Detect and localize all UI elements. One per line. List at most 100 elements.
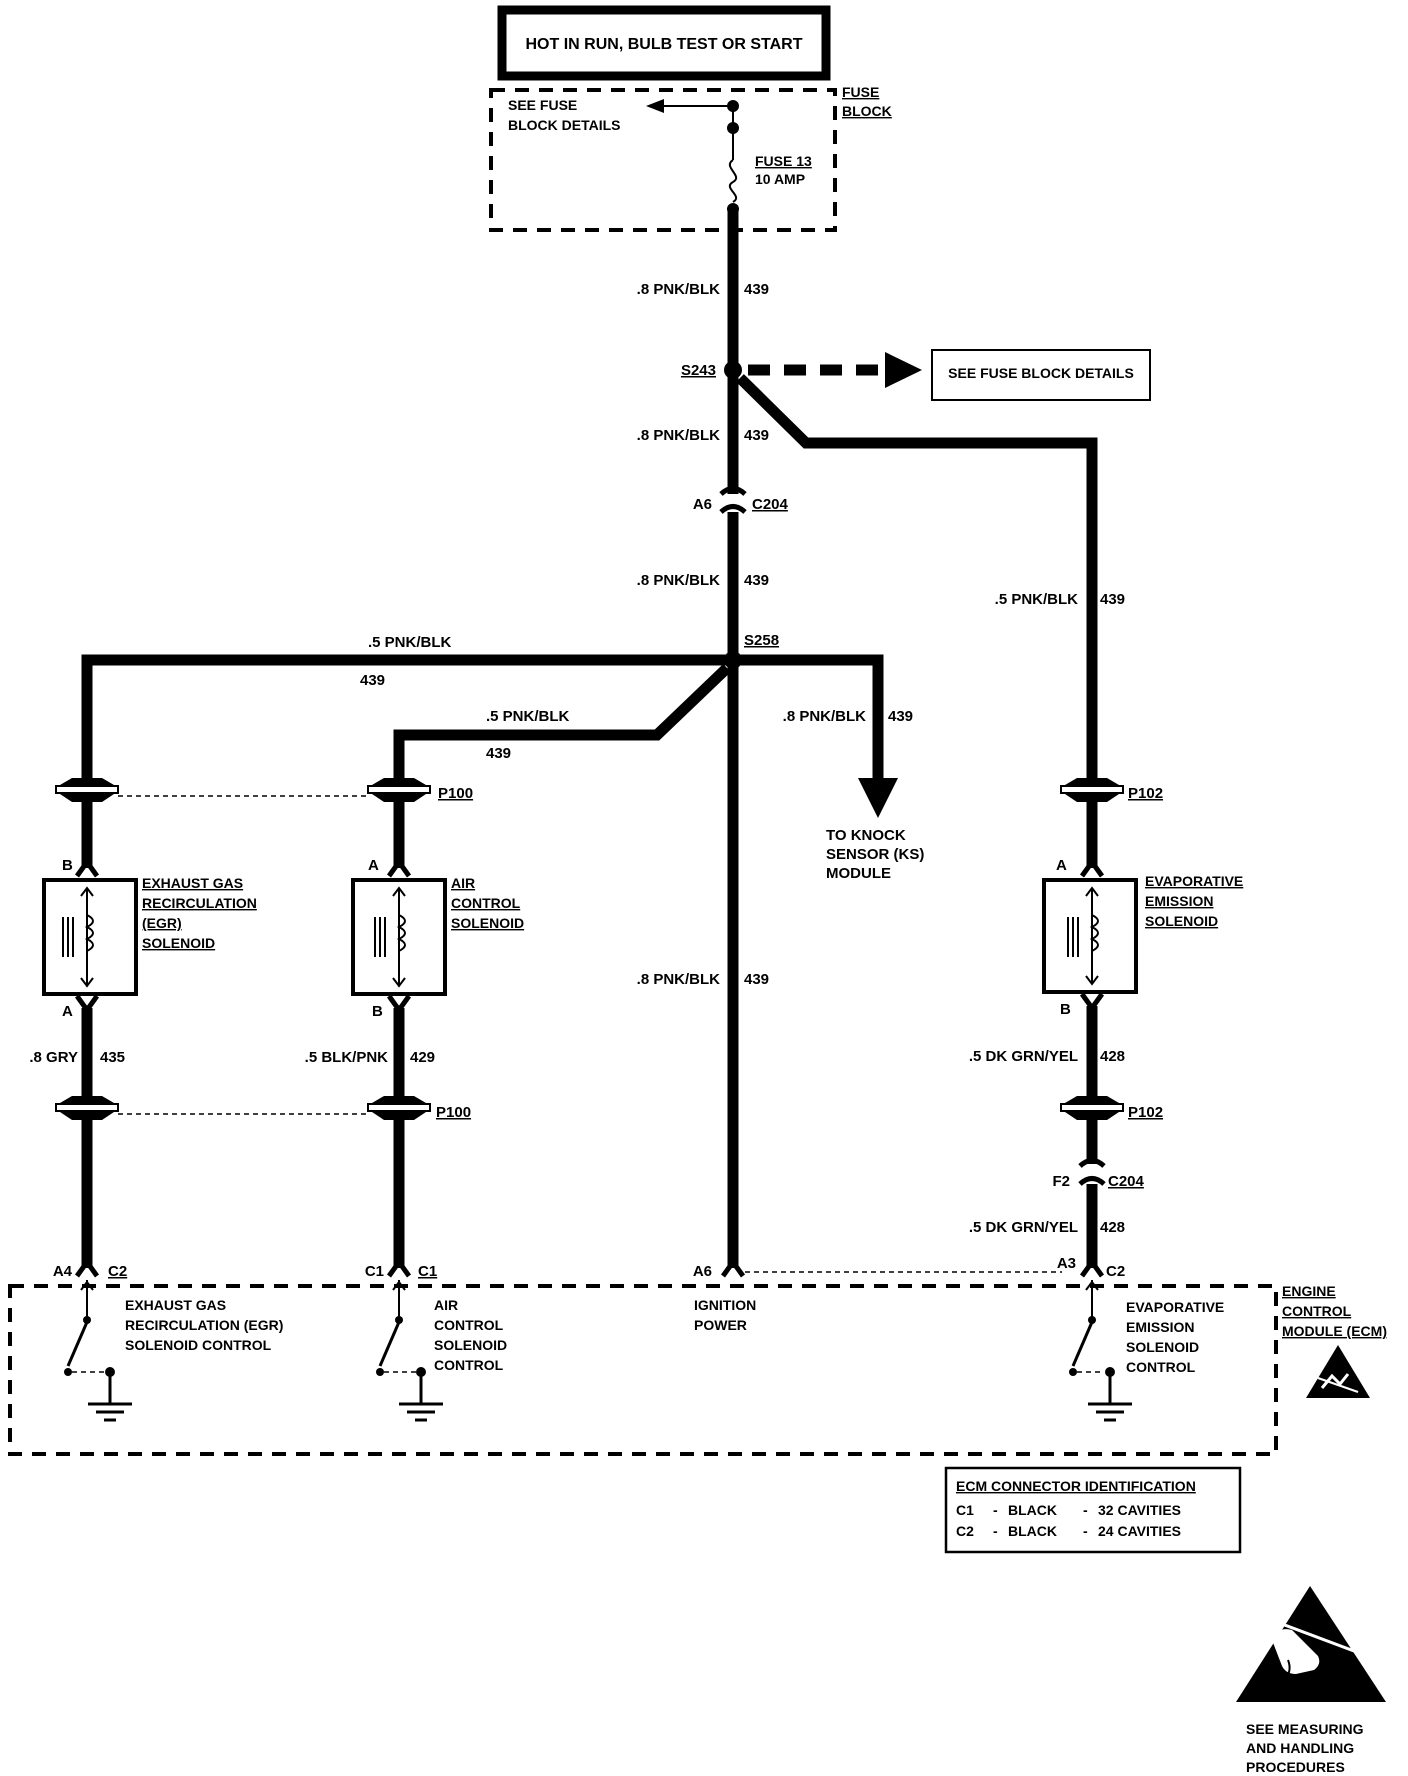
ecm-air-control-line3: SOLENOID [434, 1337, 507, 1353]
ecm-egr-control-line2: RECIRCULATION (EGR) [125, 1317, 283, 1333]
connector-id-title: ECM CONNECTOR IDENTIFICATION [956, 1478, 1196, 1494]
ecm-egr-control-line3: SOLENOID CONTROL [125, 1337, 272, 1353]
air-label-line3: SOLENOID [451, 915, 524, 931]
wire-s258-to-egr [81, 654, 733, 782]
ks-arrowhead [858, 778, 898, 818]
power-source-label: HOT IN RUN, BULB TEST OR START [525, 36, 802, 53]
connector-id-row1-dash1: - [993, 1502, 998, 1518]
p100-top-name: P100 [438, 785, 473, 802]
evap-pin-bottom-symbol [1079, 992, 1105, 1013]
evap-coil-symbol [1067, 886, 1099, 986]
connector-id-row1-color: BLACK [1008, 1502, 1057, 1518]
p102-bottom-connector [1060, 1096, 1124, 1120]
p100-bottom-name: P100 [436, 1104, 471, 1121]
fuse-feed-arrowhead [646, 99, 664, 113]
s243-arrowhead [885, 352, 922, 388]
air-pin-top: A [368, 857, 379, 874]
ecm-pin-air: C1 [365, 1263, 384, 1280]
wire-label-s243-evap-gauge: .5 PNK/BLK [995, 591, 1079, 608]
connector-id-row2-color: BLACK [1008, 1523, 1057, 1539]
ecm-egr-switch [64, 1280, 115, 1404]
ecm-pin-air-symbol [386, 1257, 412, 1278]
wire-s243-to-evap [736, 374, 1098, 780]
ecm-esd-icon [1306, 1345, 1370, 1398]
ecm-egr-ground-icon [88, 1402, 132, 1422]
air-pin-top-symbol [386, 857, 412, 878]
ecm-pin-ign: A6 [693, 1263, 712, 1280]
egr-coil-symbol [62, 886, 94, 988]
ecm-evap-ground-icon [1088, 1402, 1132, 1422]
ks-label-line2: SENSOR (KS) [826, 846, 924, 863]
fuse-symbol [728, 159, 738, 203]
c204-top-connector [719, 486, 747, 514]
ecm-air-ground-icon [399, 1402, 443, 1422]
connector-id-row2-conn: C2 [956, 1523, 974, 1539]
s243-see-details-box [931, 349, 1151, 401]
wire-label-s243-evap-circuit: 439 [1100, 591, 1125, 608]
fuse-name: FUSE 13 [755, 153, 812, 169]
egr-solenoid-box [42, 878, 138, 996]
wire-label-c204-s258-circuit: 439 [744, 572, 769, 589]
wire-label-c204-ecm-gauge: .5 DK GRN/YEL [969, 1219, 1078, 1236]
wire-label-c204-s258-gauge: .8 PNK/BLK [637, 572, 721, 589]
fuse-block-see-details-line1: SEE FUSE [508, 97, 577, 113]
egr-pin-top: B [62, 857, 73, 874]
p102-top-connector [1060, 778, 1124, 802]
ecm-air-control-line1: AIR [434, 1297, 458, 1313]
wire-label-s243-c204-circuit: 439 [744, 427, 769, 444]
fuse-block-title-line2: BLOCK [842, 103, 892, 119]
wire-label-c204-ecm-circuit: 428 [1100, 1219, 1125, 1236]
c204-bottom-connector [1078, 1158, 1106, 1186]
fuse-block-see-details-line2: BLOCK DETAILS [508, 117, 621, 133]
ecm-pin-evap-symbol [1079, 1257, 1105, 1278]
connector-id-table [944, 1466, 1242, 1554]
connector-id-row2-dash1: - [993, 1523, 998, 1539]
evap-pin-top: A [1056, 857, 1067, 874]
wire-label-s258-ks-circuit: 439 [888, 708, 913, 725]
ecm-pin-evap-conn: C2 [1106, 1263, 1125, 1280]
splice-s243-label: S243 [681, 362, 716, 379]
air-solenoid-box [351, 878, 447, 996]
ecm-pin-egr-conn: C2 [108, 1263, 127, 1280]
wire-s258-to-ks [733, 654, 884, 780]
ecm-title-line2: CONTROL [1282, 1303, 1352, 1319]
ecm-air-control-line2: CONTROL [434, 1317, 504, 1333]
c204-top-name: C204 [752, 496, 789, 513]
esd-note-line3: PROCEDURES [1246, 1759, 1345, 1775]
wire-label-air-ecm-gauge: .5 BLK/PNK [305, 1049, 389, 1066]
air-label-line1: AIR [451, 875, 475, 891]
p100-top-egr-connector [55, 778, 119, 802]
wire-label-s258-egr-gauge: .5 PNK/BLK [368, 634, 452, 651]
egr-pin-top-symbol [74, 857, 100, 878]
egr-label-line3: (EGR) [142, 915, 182, 931]
connector-id-row1-conn: C1 [956, 1502, 974, 1518]
egr-label-line2: RECIRCULATION [142, 895, 257, 911]
evap-solenoid-box [1042, 878, 1138, 994]
power-source-box [497, 5, 831, 81]
air-pin-bottom-symbol [386, 994, 412, 1015]
air-coil-symbol [374, 886, 406, 988]
wire-label-evap-p102-circuit: 428 [1100, 1048, 1125, 1065]
ecm-pin-egr: A4 [53, 1263, 73, 1280]
ecm-evap-switch [1069, 1280, 1115, 1404]
air-pin-bottom: B [372, 1003, 383, 1020]
wire-label-fuse-s243-circuit: 439 [744, 281, 769, 298]
wire-label-s258-air-circuit: 439 [486, 745, 511, 762]
ecm-evap-control-line1: EVAPORATIVE [1126, 1299, 1224, 1315]
esd-note-line1: SEE MEASURING [1246, 1721, 1364, 1737]
wire-s258-to-air [393, 664, 731, 782]
ecm-title-line1: ENGINE [1282, 1283, 1336, 1299]
wire-label-s258-egr-circuit: 439 [360, 672, 385, 689]
evap-label-line2: EMISSION [1145, 893, 1213, 909]
ecm-pin-air-conn: C1 [418, 1263, 437, 1280]
fuse-block-title-line1: FUSE [842, 84, 879, 100]
p100-top-air-connector [367, 778, 431, 802]
p102-top-name: P102 [1128, 785, 1163, 802]
splice-s243 [724, 361, 742, 379]
wire-label-s258-ecm-gauge: .8 PNK/BLK [637, 971, 721, 988]
c204-bottom-name: C204 [1108, 1173, 1145, 1190]
ks-label-line1: TO KNOCK [826, 827, 906, 844]
wire-label-s258-ks-gauge: .8 PNK/BLK [783, 708, 867, 725]
egr-pin-bottom: A [62, 1003, 73, 1020]
